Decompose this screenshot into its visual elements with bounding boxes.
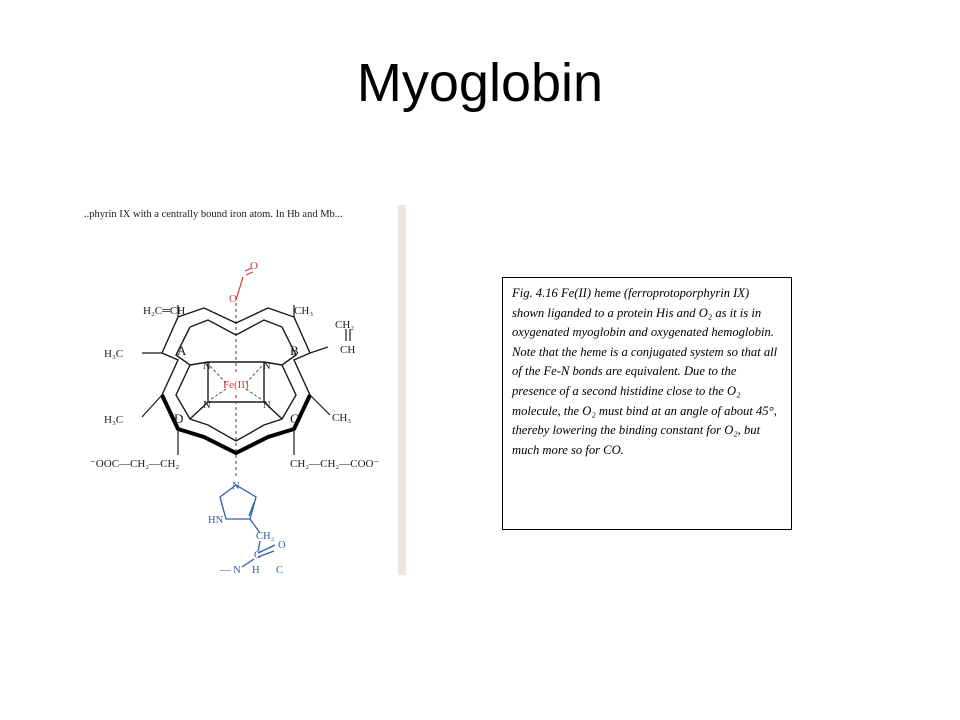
oxygen-molecule xyxy=(235,267,254,301)
heme-diagram: ..phyrin IX with a centrally bound iron … xyxy=(84,205,406,575)
nitrogen-label-b: N xyxy=(263,361,271,372)
histidine-imidazole xyxy=(219,484,276,568)
histidine-backbone-c-label: C xyxy=(276,565,283,575)
ring-c-label: C xyxy=(290,411,299,426)
substituent-bonds xyxy=(141,305,351,455)
methyl-b-label: CH₃ xyxy=(294,305,313,317)
oxygen-label-1: O xyxy=(229,293,237,305)
propionate-left-label: ⁻OOC—CH₂—CH₂ xyxy=(90,458,179,470)
iron-label: Fe(II) xyxy=(223,379,249,391)
ring-d-label: D xyxy=(174,411,183,426)
cropped-header-text: ..phyrin IX with a centrally bound iron … xyxy=(84,209,343,220)
histidine-h-label: H xyxy=(252,565,260,575)
histidine-ch2-label: CH₂ xyxy=(256,531,275,542)
vinyl-b-ch2-label: CH₂ xyxy=(335,319,354,331)
ring-b-label: B xyxy=(290,343,299,358)
heme-structure-figure: ..phyrin IX with a centrally bound iron … xyxy=(60,205,406,575)
slide-title: Myoglobin xyxy=(356,53,604,113)
histidine-n-label: N xyxy=(232,481,240,492)
methyl-c-label: CH₃ xyxy=(332,412,351,424)
figure-caption-box: Fig. 4.16 Fe(II) heme (ferroprotoporphyr… xyxy=(502,277,792,530)
nitrogen-label-a: N xyxy=(203,361,211,372)
vinyl-b-ch-label: CH xyxy=(340,344,355,356)
methyl-d-label: H₃C xyxy=(104,414,123,426)
propionate-right-label: CH₂—CH₂—COO⁻ xyxy=(290,458,379,470)
histidine-c-label: C xyxy=(254,550,261,561)
figure-caption: Fig. 4.16 Fe(II) heme (ferroprotoporphyr… xyxy=(512,286,778,457)
ring-a-label: A xyxy=(177,343,187,358)
histidine-backbone-n-label: — N xyxy=(219,565,241,575)
nitrogen-label-c: N xyxy=(263,400,271,411)
methyl-a-label: H₃C xyxy=(104,348,123,360)
nitrogen-label-d: N xyxy=(203,400,211,411)
histidine-hn-label: HN xyxy=(208,515,224,526)
iron-nitrogen-bonds xyxy=(209,365,263,401)
page-edge xyxy=(398,205,406,575)
histidine-o-label: O xyxy=(278,540,286,551)
vinyl-a-label: H₂C═CH xyxy=(143,305,185,317)
oxygen-label-2: O xyxy=(250,260,258,272)
